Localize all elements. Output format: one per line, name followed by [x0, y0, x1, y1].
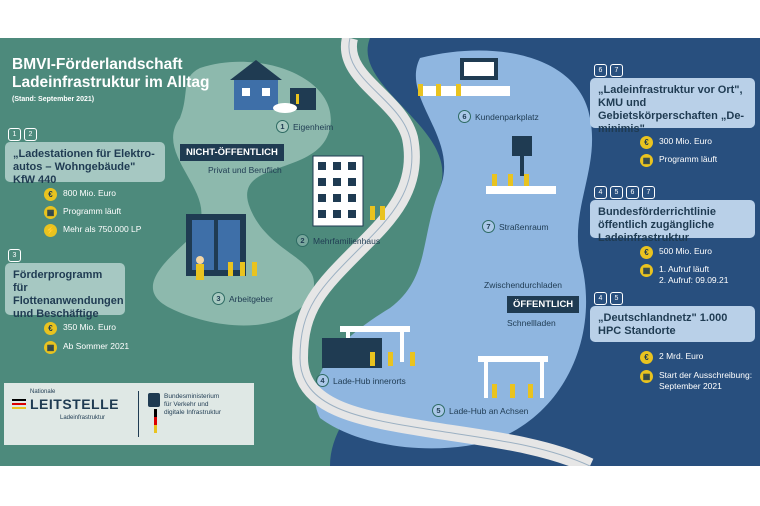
road-edge	[299, 38, 591, 466]
info-chargepoints: ⚡Mehr als 750.000 LP	[44, 224, 142, 237]
program-card-bundesfoerderrichtlinie[interactable]: Bundesförderrichtlinie öffentlich zugäng…	[590, 200, 755, 244]
logo-divider	[138, 391, 139, 437]
flag-bar	[154, 409, 157, 433]
euro-icon: €	[44, 188, 57, 201]
leitstelle-logo: LEITSTELLE	[30, 396, 119, 412]
euro-icon: €	[640, 246, 653, 259]
page-title: BMVI-Förderlandschaft Ladeinfrastruktur …	[12, 56, 210, 91]
leitstelle-sub: Ladeinfrastruktur	[60, 415, 106, 421]
program-card-fleet[interactable]: Förderprogramm für Flottenanwendungen un…	[5, 263, 125, 320]
infographic-canvas: BMVI-Förderlandschaft Ladeinfrastruktur …	[0, 38, 760, 466]
badge-public: ÖFFENTLICH	[507, 296, 580, 313]
info-status: ▦Programm läuft	[44, 206, 121, 219]
employer-illustration	[186, 214, 257, 280]
status-date: (Stand: September 2021)	[12, 96, 95, 103]
info-budget: €800 Mio. Euro	[44, 188, 116, 201]
info-status: ▦Ab Sommer 2021	[44, 341, 129, 354]
program-card-vor-ort[interactable]: „Ladeinfrastruktur vor Ort", KMU und Geb…	[590, 78, 755, 135]
logo-panel: Nationale LEITSTELLE Ladeinfrastruktur B…	[4, 383, 254, 445]
calendar-icon: ▦	[640, 370, 653, 383]
info-budget: €300 Mio. Euro	[640, 136, 712, 149]
leitstelle-bars	[12, 399, 26, 409]
house-illustration	[230, 60, 316, 113]
program-card-deutschlandnetz[interactable]: „Deutschlandnetz" 1.000 HPC Standorte	[590, 306, 755, 342]
info-budget: €350 Mio. Euro	[44, 322, 116, 335]
leitstelle-top: Nationale	[30, 389, 56, 395]
hub-highway-illustration	[478, 356, 548, 398]
program-numbers: 6 7	[594, 64, 623, 77]
euro-icon: €	[44, 322, 57, 335]
ministry-logo-text: Bundesministerium für Verkehr und digita…	[164, 393, 222, 416]
euro-icon: €	[640, 136, 653, 149]
hub-inner-illustration	[322, 326, 415, 368]
info-status: ▦Programm läuft	[640, 154, 717, 167]
calendar-icon: ▦	[640, 264, 653, 277]
badge-non-public: NICHT-ÖFFENTLICH	[180, 144, 284, 161]
eagle-icon	[148, 393, 160, 407]
street-illustration	[486, 136, 556, 194]
public-bottom-label: Schnellladen	[507, 318, 556, 328]
calendar-icon: ▦	[44, 206, 57, 219]
non-public-subtitle: Privat und Beruflich	[208, 165, 282, 175]
program-card-kfw440[interactable]: „Ladestationen für Elektro-autos – Wohng…	[5, 142, 165, 186]
public-top-label: Zwischendurchladen	[484, 280, 562, 290]
program-numbers: 4 5 6 7	[594, 186, 655, 199]
program-numbers: 1 2	[8, 128, 37, 141]
info-budget: €2 Mrd. Euro	[640, 351, 703, 364]
lightning-icon: ⚡	[44, 224, 57, 237]
apartment-illustration	[312, 155, 385, 227]
calendar-icon: ▦	[640, 154, 653, 167]
program-numbers: 4 5	[594, 292, 623, 305]
info-budget: €500 Mio. Euro	[640, 246, 712, 259]
info-status: ▦Start der Ausschreibung:September 2021	[640, 370, 752, 392]
customer-parking-illustration	[418, 58, 510, 96]
euro-icon: €	[640, 351, 653, 364]
program-numbers: 3	[8, 249, 21, 262]
calendar-icon: ▦	[44, 341, 57, 354]
